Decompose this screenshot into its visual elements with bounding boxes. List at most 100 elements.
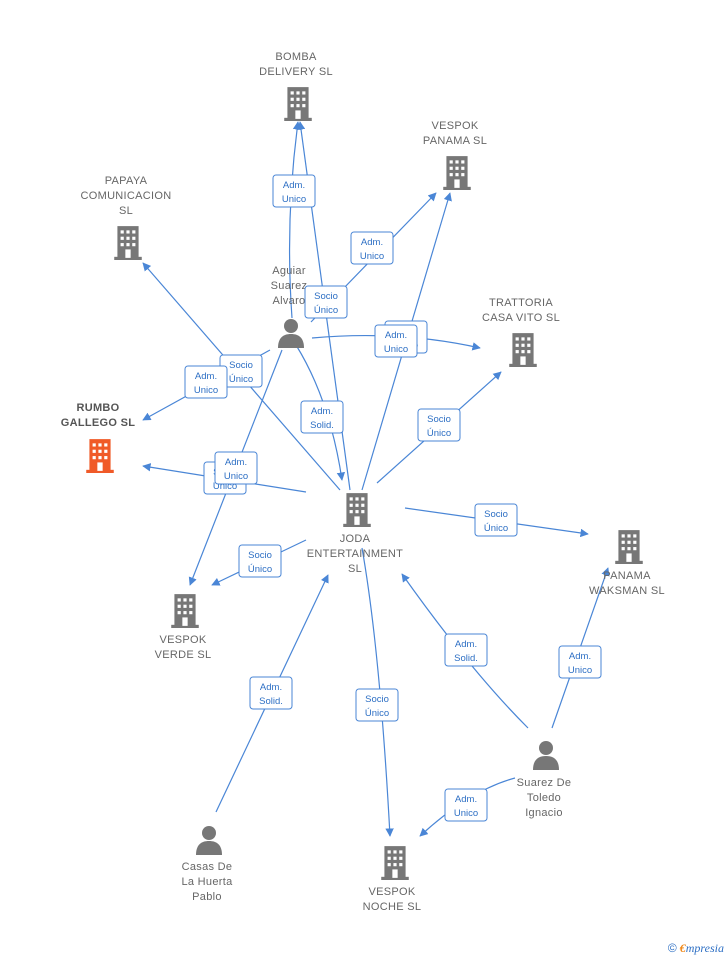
person-icon: [196, 826, 222, 855]
edge-label-text: Adm.: [455, 639, 477, 650]
node-panama-waksman[interactable]: PANAMA WAKSMAN SL: [589, 530, 665, 597]
edge-label-text: Unico: [194, 385, 218, 396]
node-label-line: ENTERTAINMENT: [307, 548, 403, 560]
node-label-line: CASA VITO SL: [482, 312, 560, 324]
edge-label[interactable]: Adm. Unico: [444, 788, 488, 822]
edge-label-text: Único: [484, 523, 508, 534]
node-label-line: PANAMA: [603, 570, 651, 582]
node-label-line: TRATTORIA: [489, 297, 553, 309]
node-label-line: RUMBO: [76, 402, 119, 414]
building-icon: [284, 87, 312, 121]
edge-labels-layer: Adm.UnicoSocioÚnicoAdm.UnicoSocioÚnicoAd…: [184, 174, 602, 822]
edge-label[interactable]: Adm.Unico: [350, 231, 394, 265]
edge-label[interactable]: Adm. Solid.: [249, 676, 293, 710]
node-label-line: Toledo: [527, 792, 561, 804]
edge-label-box: [374, 324, 418, 358]
node-label-line: BOMBA: [275, 51, 317, 63]
building-icon: [343, 493, 371, 527]
edge-label-text: Solid.: [310, 420, 334, 431]
node-label-line: VERDE SL: [155, 649, 212, 661]
node-label-line: Suarez De: [517, 777, 572, 789]
edge-label-text: Unico: [454, 808, 478, 819]
node-label-line: COMUNICACION: [81, 190, 172, 202]
edge-label-box: [444, 633, 488, 667]
edge-label-text: Adm.: [569, 651, 591, 662]
edge-label-text: Adm.: [455, 794, 477, 805]
edge-label-box: [238, 544, 282, 578]
node-label-line: NOCHE SL: [363, 901, 422, 913]
edge-label-box: [474, 503, 518, 537]
node-label-line: PANAMA SL: [423, 135, 487, 147]
node-label-line: Alvaro: [273, 295, 306, 307]
edge-label-text: Unico: [360, 251, 384, 262]
edge-label-text: Único: [248, 564, 272, 575]
edge-label-text: Adm.: [311, 406, 333, 417]
node-label-line: Suarez: [271, 280, 308, 292]
edge-label-text: Unico: [282, 194, 306, 205]
edge-label[interactable]: Adm. Solid.: [444, 633, 488, 667]
edge-label-box: [184, 365, 228, 399]
brand-footer: ©€mpresia: [668, 941, 724, 956]
edge-label[interactable]: Adm. Unico: [184, 365, 228, 399]
edge-label-text: Adm.: [260, 682, 282, 693]
edge-label[interactable]: Adm.Unico: [272, 174, 316, 208]
building-icon: [86, 439, 114, 473]
edge-label[interactable]: Adm. Solid.: [300, 400, 344, 434]
edge-label-text: Único: [213, 481, 237, 492]
building-icon: [443, 156, 471, 190]
copyright-icon: ©: [667, 941, 677, 955]
edge-label-text: Adm.: [225, 457, 247, 468]
node-label-line: Casas De: [182, 861, 233, 873]
edge-label-text: Unico: [384, 344, 408, 355]
building-icon: [615, 530, 643, 564]
edge-label[interactable]: Adm. Unico: [214, 451, 258, 485]
building-icon: [171, 594, 199, 628]
edge-label-text: Socio: [314, 291, 338, 302]
edge-label-text: Socio: [484, 509, 508, 520]
edge-label-text: Solid.: [259, 696, 283, 707]
edge-label-text: Unico: [568, 665, 592, 676]
edge-label-text: Socio: [427, 414, 451, 425]
node-trattoria[interactable]: TRATTORIA CASA VITO SL: [482, 297, 560, 367]
building-icon: [509, 333, 537, 367]
edge-label-box: [214, 451, 258, 485]
edge-label-text: Adm.: [195, 371, 217, 382]
edge-label-box: [444, 788, 488, 822]
node-label-line: Aguiar: [272, 265, 306, 277]
edge-label[interactable]: Adm. Unico: [558, 645, 602, 679]
edge-label-text: Solid.: [454, 653, 478, 664]
node-label-line: WAKSMAN SL: [589, 585, 665, 597]
building-icon: [381, 846, 409, 880]
edge-label-box: [355, 688, 399, 722]
node-label-line: SL: [119, 205, 133, 217]
edge-label[interactable]: Adm. Unico: [374, 324, 418, 358]
edge-label-box: [350, 231, 394, 265]
edge-label-box: [558, 645, 602, 679]
brand-logo-text: mpresia: [685, 941, 724, 955]
node-label-line: JODA: [340, 533, 371, 545]
edge-label-text: Adm.: [385, 330, 407, 341]
edge-label-text: Único: [365, 708, 389, 719]
edge-label-text: Socio: [248, 550, 272, 561]
edge-joda-to-vespok_noche: [361, 547, 394, 837]
person-icon: [533, 741, 559, 770]
edge-label-text: Único: [229, 374, 253, 385]
edge-label-text: Unico: [224, 471, 248, 482]
